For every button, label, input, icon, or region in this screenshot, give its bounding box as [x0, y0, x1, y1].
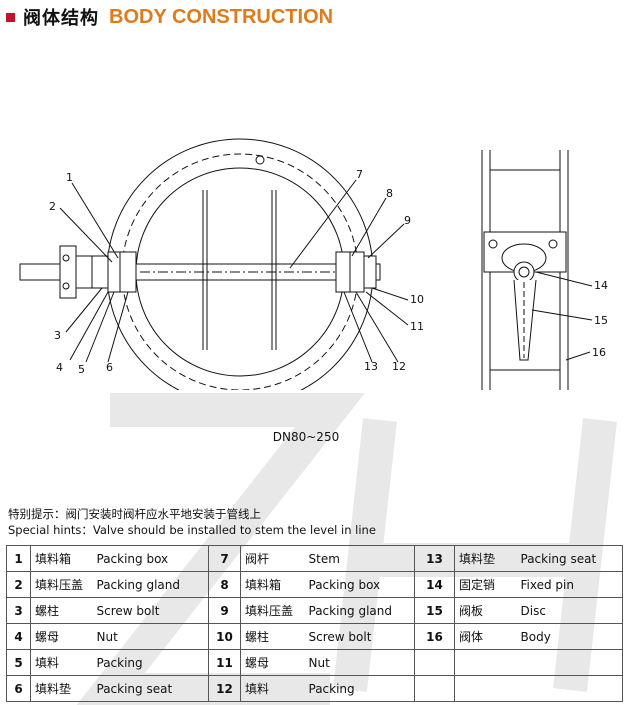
- part-name-en: Nut: [304, 649, 415, 676]
- part-name-en: Stem: [304, 545, 415, 572]
- part-number: 10: [208, 623, 241, 650]
- part-name-cn: 螺柱: [30, 597, 93, 624]
- part-name-en: Packing box: [304, 571, 415, 598]
- special-hints: 特别提示：阀门安装时阀杆应水平地安装于管线上 Special hints：Val…: [8, 506, 376, 538]
- part-name-cn: 填料箱: [30, 545, 93, 572]
- part-name-en: Packing: [92, 649, 209, 676]
- part-number: 3: [6, 597, 31, 624]
- fixed-pin: [513, 261, 535, 283]
- part-number: 16: [414, 623, 455, 650]
- empty-cell: [414, 649, 455, 676]
- part-number: 12: [208, 675, 241, 702]
- flange-hole: [255, 155, 265, 165]
- empty-cell: [414, 675, 455, 702]
- part-name-en: Packing: [304, 675, 415, 702]
- part-number: 13: [414, 545, 455, 572]
- size-caption: DN80~250: [0, 430, 628, 444]
- part-name-cn: 填料: [30, 649, 93, 676]
- label-14: 14: [594, 279, 608, 292]
- part-name-en: Packing gland: [304, 597, 415, 624]
- label-9: 9: [404, 214, 411, 227]
- part-name-cn: 阀杆: [240, 545, 305, 572]
- part-name-cn: 填料: [240, 675, 305, 702]
- title-chinese: 阀体结构: [23, 8, 99, 29]
- label-11: 11: [410, 320, 424, 333]
- label-10: 10: [410, 293, 424, 306]
- hint-english: Special hints：Valve should be installed …: [8, 523, 376, 537]
- disc-side: [513, 279, 537, 361]
- label-4: 4: [56, 361, 63, 374]
- part-name-en: Disc: [516, 597, 623, 624]
- part-number: 2: [6, 571, 31, 598]
- left-packing-box: [59, 245, 77, 299]
- empty-cell: [516, 675, 623, 702]
- part-name-cn: 填料压盖: [240, 597, 305, 624]
- part-number: 5: [6, 649, 31, 676]
- part-name-cn: 阀板: [454, 597, 517, 624]
- caption-text: DN80~250: [272, 430, 340, 444]
- part-name-cn: 螺母: [30, 623, 93, 650]
- empty-cell: [454, 649, 517, 676]
- part-number: 14: [414, 571, 455, 598]
- part-number: 6: [6, 675, 31, 702]
- part-number: 8: [208, 571, 241, 598]
- label-1: 1: [66, 171, 73, 184]
- empty-cell: [454, 675, 517, 702]
- part-name-en: Packing seat: [516, 545, 623, 572]
- part-name-cn: 填料箱: [240, 571, 305, 598]
- label-3: 3: [54, 329, 61, 342]
- part-name-cn: 填料垫: [454, 545, 517, 572]
- part-name-cn: 螺母: [240, 649, 305, 676]
- label-15: 15: [594, 314, 608, 327]
- page-header: 阀体结构 BODY CONSTRUCTION: [6, 4, 333, 30]
- part-name-en: Packing box: [92, 545, 209, 572]
- part-number: 11: [208, 649, 241, 676]
- part-number: 4: [6, 623, 31, 650]
- red-square-bullet: [6, 12, 15, 22]
- part-name-cn: 填料垫: [30, 675, 93, 702]
- hint-chinese: 特别提示：阀门安装时阀杆应水平地安装于管线上: [8, 507, 261, 521]
- label-5: 5: [78, 363, 85, 376]
- label-16: 16: [592, 346, 606, 359]
- empty-cell: [516, 649, 623, 676]
- part-name-en: Body: [516, 623, 623, 650]
- part-name-en: Nut: [92, 623, 209, 650]
- part-name-cn: 阀体: [454, 623, 517, 650]
- part-name-en: Screw bolt: [92, 597, 209, 624]
- part-number: 1: [6, 545, 31, 572]
- part-name-en: Screw bolt: [304, 623, 415, 650]
- label-7: 7: [356, 168, 363, 181]
- part-number: 9: [208, 597, 241, 624]
- part-number: 7: [208, 545, 241, 572]
- label-8: 8: [386, 187, 393, 200]
- label-6: 6: [106, 361, 113, 374]
- valve-drawing: 1 2 3 4 5 6 7 8 9 10 11 12 13 14 15 16: [19, 138, 608, 390]
- part-name-en: Fixed pin: [516, 571, 623, 598]
- part-name-cn: 填料压盖: [30, 571, 93, 598]
- part-number: 15: [414, 597, 455, 624]
- part-name-en: Packing gland: [92, 571, 209, 598]
- label-2: 2: [49, 200, 56, 213]
- part-name-cn: 固定销: [454, 571, 517, 598]
- label-13: 13: [364, 360, 378, 373]
- title-english: BODY CONSTRUCTION: [109, 5, 334, 28]
- part-name-en: Packing seat: [92, 675, 209, 702]
- part-name-cn: 螺柱: [240, 623, 305, 650]
- label-12: 12: [392, 360, 406, 373]
